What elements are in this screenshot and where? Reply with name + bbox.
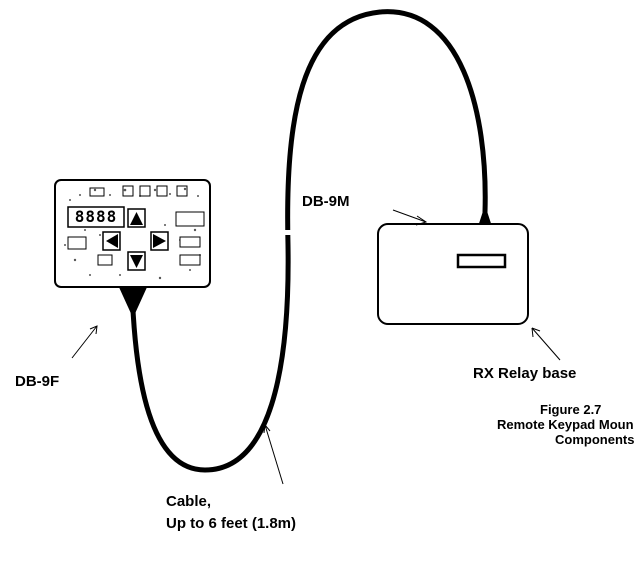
- rx-relay-base-label: RX Relay base: [473, 365, 577, 382]
- leader-lines: [71, 209, 561, 485]
- keypad-right-button: [150, 231, 169, 251]
- cable-label-line1: Cable,: [166, 493, 212, 510]
- keypad-aux-buttons: [67, 211, 205, 266]
- cable-label-line2: Up to 6 feet (1.8m): [166, 515, 297, 532]
- keypad-left-button: [102, 231, 121, 251]
- keypad-display-digits: 8888: [74, 207, 118, 226]
- figure-caption-line1: Remote Keypad Moun: [497, 417, 634, 432]
- keypad-up-button: [127, 208, 146, 228]
- rx-relay-base-box: [377, 223, 529, 325]
- figure-number: Figure 2.7: [540, 402, 602, 417]
- figure-caption-line2: Components: [555, 432, 635, 447]
- keypad-down-button: [127, 251, 146, 271]
- keypad-display: [67, 206, 125, 228]
- db9m-label: DB-9M: [302, 193, 350, 210]
- keypad-top-indicators: [89, 185, 188, 197]
- db9f-connector: [118, 285, 148, 318]
- cable-break: [282, 230, 292, 235]
- relay-connector-slot: [456, 253, 507, 269]
- db9f-label: DB-9F: [15, 373, 60, 390]
